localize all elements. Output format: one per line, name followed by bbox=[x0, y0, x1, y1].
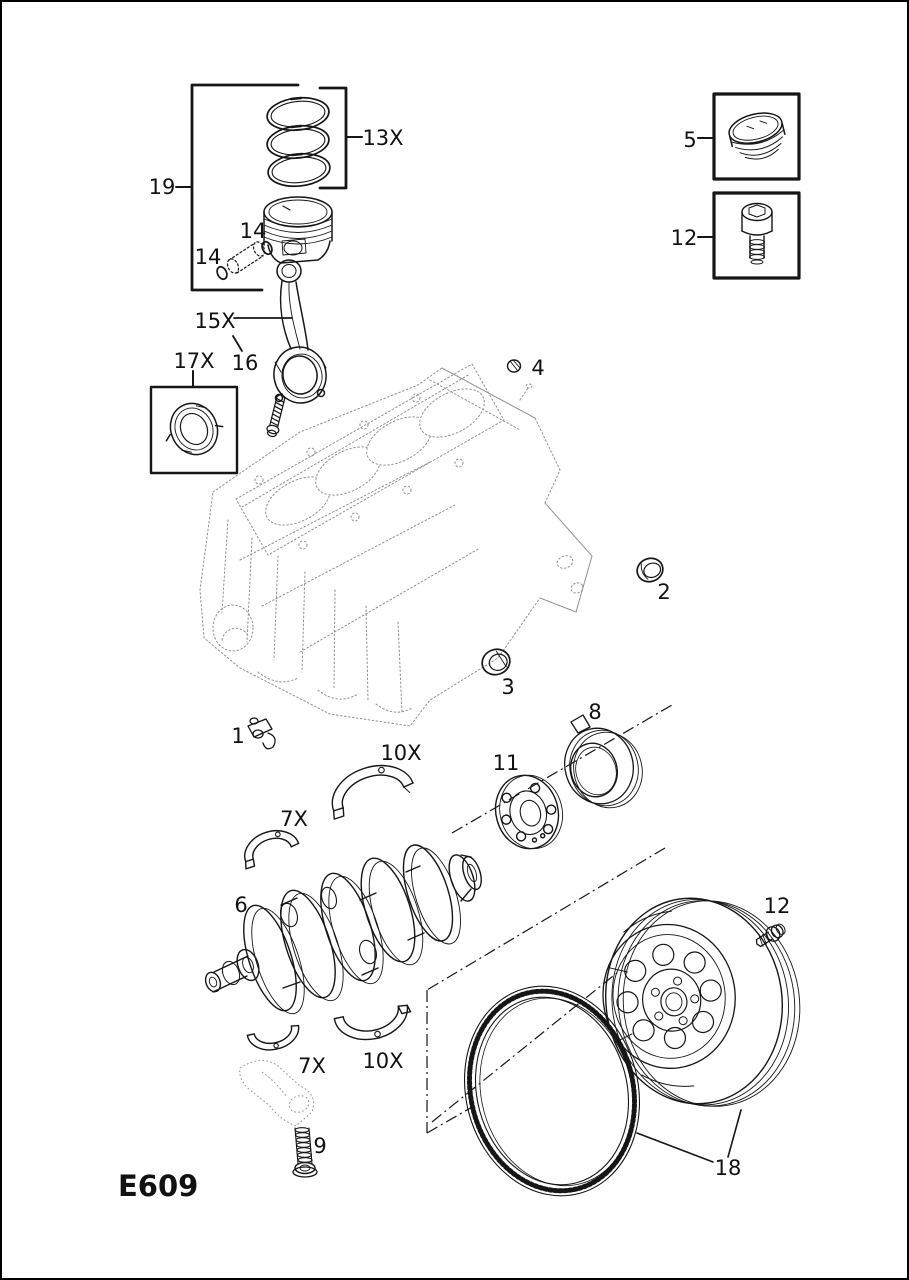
callout-1: 1 bbox=[231, 724, 244, 748]
main-bearing-shell-10x-lower bbox=[333, 1004, 412, 1041]
callout-11: 11 bbox=[493, 751, 520, 775]
bracket-19 bbox=[175, 83, 300, 292]
callout-5: 5 bbox=[683, 128, 696, 152]
bearing-cap-faint-drawing bbox=[239, 1060, 314, 1127]
seal-ring-3 bbox=[481, 648, 511, 676]
conrod-bolt bbox=[266, 392, 286, 438]
leader-18-pulley bbox=[727, 1109, 742, 1158]
bearing-cap-bolt bbox=[292, 1127, 318, 1178]
inset-bolt bbox=[741, 202, 773, 265]
crankshaft-rear-seal bbox=[564, 714, 643, 809]
pulley-bolt bbox=[755, 923, 786, 948]
callout-10x-lower: 10X bbox=[362, 1049, 403, 1073]
callout-16: 16 bbox=[232, 351, 259, 375]
conrod-bearing-shells bbox=[165, 402, 224, 456]
inset-box-12 bbox=[697, 191, 801, 280]
callout-12-box: 12 bbox=[671, 226, 698, 250]
callout-9: 9 bbox=[313, 1134, 326, 1158]
seal-ring-2 bbox=[636, 557, 664, 583]
callout-3: 3 bbox=[501, 675, 514, 699]
piston-pin bbox=[226, 241, 266, 274]
callout-14-lower: 14 bbox=[195, 245, 222, 269]
callout-7x-upper: 7X bbox=[280, 807, 308, 831]
inset-piston bbox=[728, 112, 786, 160]
starter-ring-gear bbox=[463, 985, 641, 1197]
piston-rings bbox=[266, 96, 331, 188]
callout-14-upper: 14 bbox=[240, 219, 267, 243]
phantom-centerlines bbox=[426, 704, 673, 1134]
callout-10x-upper: 10X bbox=[380, 741, 421, 765]
main-bearing-shell-7x-upper bbox=[244, 830, 300, 870]
callout-7x-lower: 7X bbox=[298, 1054, 326, 1078]
callout-2: 2 bbox=[657, 580, 670, 604]
crankshaft bbox=[204, 844, 482, 1015]
leader-18-ring-gear bbox=[636, 1132, 714, 1163]
core-plug bbox=[506, 359, 522, 373]
crankshaft-flange bbox=[494, 774, 564, 850]
circlip-right bbox=[261, 240, 273, 256]
callout-4: 4 bbox=[531, 356, 544, 380]
callout-13x: 13X bbox=[362, 126, 403, 150]
flywheel-pulley bbox=[602, 897, 801, 1107]
bracket-13x bbox=[318, 86, 363, 190]
callout-6: 6 bbox=[234, 893, 247, 917]
circlip-left bbox=[216, 265, 228, 281]
inset-box-17x bbox=[149, 370, 239, 475]
figure-code: E609 bbox=[118, 1169, 198, 1203]
leader-16 bbox=[232, 335, 243, 352]
connecting-rod bbox=[273, 259, 327, 404]
main-bearing-shell-7x-lower bbox=[246, 1024, 300, 1051]
engine-block-drawing bbox=[199, 363, 593, 727]
piston bbox=[263, 196, 333, 264]
oil-jet bbox=[247, 717, 276, 750]
callout-8: 8 bbox=[588, 700, 601, 724]
inset-box-5 bbox=[697, 92, 801, 181]
main-bearing-shell-10x-upper bbox=[331, 764, 414, 820]
callout-19: 19 bbox=[149, 175, 176, 199]
callout-17x: 17X bbox=[173, 349, 214, 373]
callout-12-flywheel: 12 bbox=[764, 894, 791, 918]
callout-15x: 15X bbox=[194, 309, 235, 333]
callout-18: 18 bbox=[715, 1156, 742, 1180]
